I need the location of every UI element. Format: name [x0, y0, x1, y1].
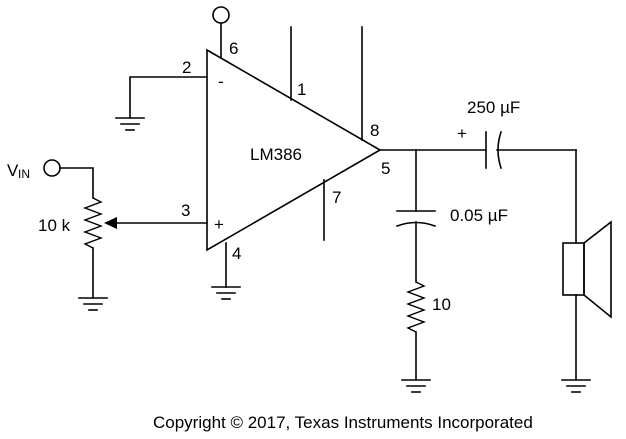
pin-4-label: 4 [232, 244, 241, 263]
wiper-arrow-icon [104, 217, 117, 229]
pin-2-label: 2 [182, 58, 191, 77]
supply-terminal [212, 6, 230, 24]
zobel-cap-value: 0.05 µF [450, 206, 508, 225]
inverting-input-sign: - [218, 72, 224, 91]
ground-symbol-pin2 [115, 117, 145, 131]
speaker-cone [583, 220, 612, 319]
pin-3-label: 3 [181, 201, 190, 220]
pin-8-label: 8 [370, 121, 379, 140]
copyright-notice: Copyright © 2017, Texas Instruments Inco… [153, 413, 533, 432]
ground-symbol-pin4 [211, 286, 241, 300]
potentiometer-value: 10 k [38, 216, 71, 235]
amplifier-name: LM386 [250, 145, 302, 164]
ground-symbol-speaker [561, 379, 591, 393]
amplifier-triangle [206, 48, 382, 252]
pin-1-label: 1 [297, 80, 306, 99]
output-cap-value: 250 µF [467, 98, 520, 117]
noninverting-input-sign: + [214, 215, 224, 234]
pin-6-label: 6 [229, 39, 238, 58]
ground-symbol-pot [78, 297, 108, 311]
ground-symbol-zobel [401, 379, 431, 393]
pin-5-label: 5 [381, 159, 390, 178]
vin-terminal [43, 159, 61, 177]
vin-subscript: IN [18, 167, 30, 181]
pin-7-label: 7 [332, 188, 341, 207]
zobel-resistor-value: 10 [432, 295, 451, 314]
pin2-wire [129, 76, 208, 119]
vin-wire [59, 167, 94, 199]
vin-label: V [7, 161, 19, 180]
output-cap-polarity: + [457, 124, 467, 143]
speaker-magnet [562, 242, 585, 296]
potentiometer-resistor [83, 197, 103, 249]
zobel-resistor [406, 281, 426, 333]
